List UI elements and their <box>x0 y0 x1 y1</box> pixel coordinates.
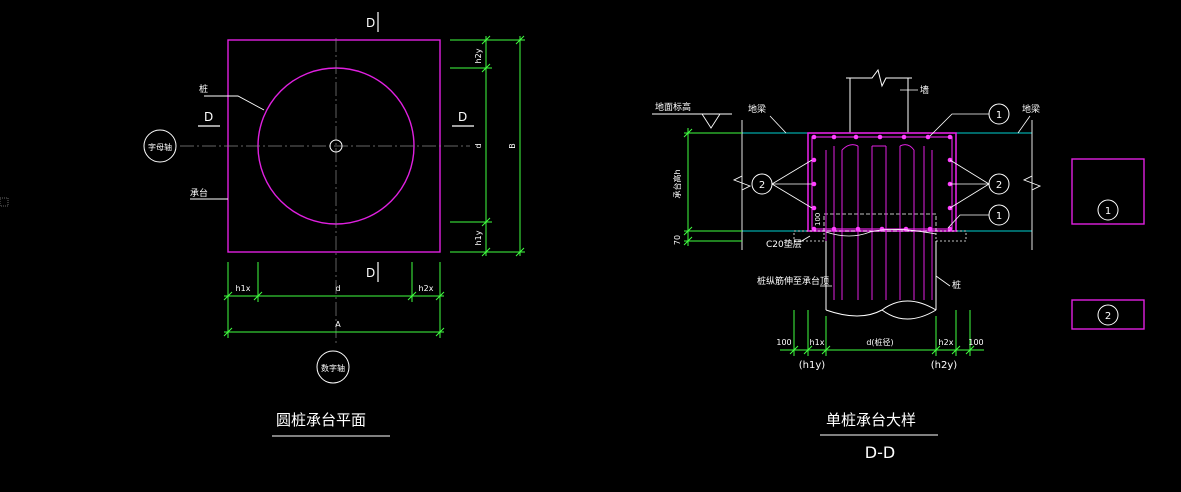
label-beam-left: 地梁 <box>748 103 766 115</box>
label-pile-embed: 桩纵筋伸至承台顶 <box>757 275 829 287</box>
callout-2-left-text: 2 <box>759 180 765 191</box>
rebar-cage <box>811 136 953 230</box>
rebar-dots <box>811 134 953 232</box>
label-cap: 承台 <box>190 187 208 199</box>
pile-bars <box>825 144 933 300</box>
edge-marker <box>0 197 9 207</box>
plan-view: D D D D 桩 承台 字母轴 数字轴 <box>143 12 525 437</box>
legend-box-2 <box>1071 299 1145 330</box>
dim-sec-sub-left: (h1y) <box>799 360 826 371</box>
dim-sec-h2x: h2x <box>939 338 954 347</box>
leader-c20 <box>799 235 811 243</box>
center-marker <box>329 139 343 153</box>
ground-level-triangle <box>701 113 721 129</box>
column-break <box>846 68 912 88</box>
section-title: 单桩承台大样 <box>826 411 916 429</box>
dim-bottom-total: A <box>335 320 341 329</box>
dimension-section-bottom <box>780 310 984 356</box>
section-mark-right: D <box>458 110 467 124</box>
cap-section-outline <box>807 132 957 232</box>
section-mark-top: D <box>366 16 375 30</box>
section-mark-bottom: D <box>366 266 375 280</box>
axis-bottom-label: 数字轴 <box>321 363 345 373</box>
pile-embed-zone <box>823 213 937 232</box>
pile-break-bottom <box>825 300 937 320</box>
leader-callout-2-left <box>771 159 813 209</box>
dim-bottom-h2x: h2x <box>419 284 434 293</box>
dim-right-d: d <box>474 143 483 148</box>
leader-pile-section <box>935 275 951 287</box>
callout-1-top-text: 1 <box>996 110 1002 121</box>
leader-pile <box>204 95 265 111</box>
axis-left-label: 字母轴 <box>148 142 172 152</box>
axis-bubble-bottom <box>316 350 350 384</box>
leader-callout-1-top <box>929 113 989 137</box>
plan-title: 圆桩承台平面 <box>276 411 366 429</box>
dim-pad-70: 70 <box>673 235 682 245</box>
dim-sec-h1x: h1x <box>810 338 825 347</box>
callout-1-bottom-text: 1 <box>996 211 1002 222</box>
legend-circle-1 <box>1097 199 1119 221</box>
label-column: 墙 <box>920 84 929 96</box>
break-right <box>1022 175 1042 191</box>
leader-callout-2-right <box>949 159 990 209</box>
dimension-bottom <box>223 262 445 338</box>
section-subtitle: D-D <box>865 443 895 462</box>
dimension-height <box>683 128 742 246</box>
label-pile-section: 桩 <box>952 279 961 291</box>
leader-callout-1-bottom <box>947 214 989 229</box>
legend-box-1 <box>1071 158 1145 225</box>
dim-sec-sub-right: (h2y) <box>931 360 958 371</box>
label-ground-level: 地面标高 <box>655 101 691 113</box>
pile-break-top <box>825 229 937 237</box>
section-view: 地面标高 地梁 地梁 墙 <box>652 68 1042 462</box>
dim-right-h1y: h1y <box>474 230 483 245</box>
label-beam-right: 地梁 <box>1022 103 1040 115</box>
label-pile: 桩 <box>199 83 208 95</box>
leader-beam-left <box>769 115 787 134</box>
legend-item-2: 2 <box>1105 311 1111 322</box>
dim-bottom-h1x: h1x <box>236 284 251 293</box>
label-100-mark: 100 <box>814 213 822 226</box>
c20-pad-right <box>935 230 967 242</box>
dim-right-total: B <box>508 143 517 149</box>
legend-circle-2 <box>1097 304 1119 326</box>
dimension-right <box>450 35 525 257</box>
legend-item-1: 1 <box>1105 206 1111 217</box>
callout-2-right-text: 2 <box>996 180 1002 191</box>
section-mark-left: D <box>204 110 213 124</box>
dim-bottom-d: d <box>335 284 340 293</box>
dim-sec-d: d(桩径) <box>866 337 893 347</box>
dim-sec-left-100: 100 <box>776 338 791 347</box>
dim-cap-height: 承台高h <box>672 169 682 198</box>
dim-sec-right-100: 100 <box>968 338 983 347</box>
dim-right-h2y: h2y <box>474 48 483 63</box>
break-left <box>732 175 752 191</box>
leader-beam-right <box>1017 115 1031 134</box>
legend: 1 2 <box>1071 158 1145 330</box>
axis-bubble-left <box>143 129 177 163</box>
label-c20-pad: C20垫层 <box>766 238 802 250</box>
